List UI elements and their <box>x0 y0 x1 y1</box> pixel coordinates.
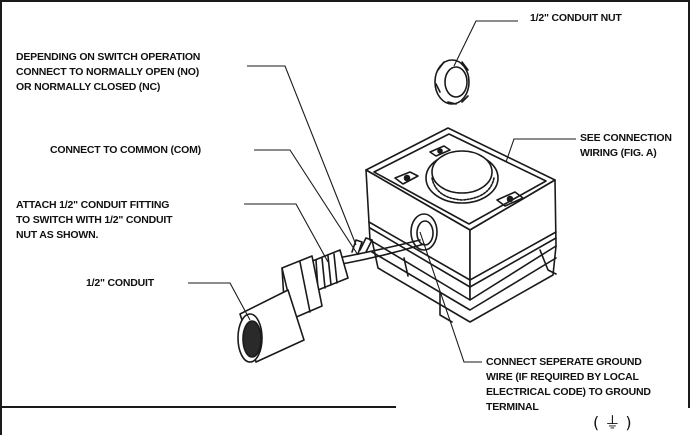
leader-lines <box>188 20 576 363</box>
frame-bottom-border <box>0 406 396 408</box>
frame-right-border <box>688 0 690 408</box>
label-ground: CONNECT SEPERATE GROUND WIRE (IF REQUIRE… <box>486 356 651 413</box>
label-conduit-fitting: ATTACH 1/2" CONDUIT FITTING TO SWITCH WI… <box>16 199 173 241</box>
label-switch-operation: DEPENDING ON SWITCH OPERATION CONNECT TO… <box>16 51 201 93</box>
label-conduit-nut: 1/2" CONDUIT NUT <box>530 12 622 24</box>
wires <box>337 237 425 265</box>
conduit-nut <box>434 59 470 105</box>
conduit-pipe <box>237 289 305 363</box>
ground-symbol-icon: ( ⏚ ) <box>593 413 632 432</box>
label-conduit: 1/2" CONDUIT <box>86 277 154 289</box>
frame-left-border <box>0 0 2 435</box>
label-see-connection: SEE CONNECTION WIRING (FIG. A) <box>580 132 672 159</box>
label-common: CONNECT TO COMMON (COM) <box>50 144 201 156</box>
switch-housing <box>365 127 557 323</box>
frame-top-border <box>0 0 690 2</box>
